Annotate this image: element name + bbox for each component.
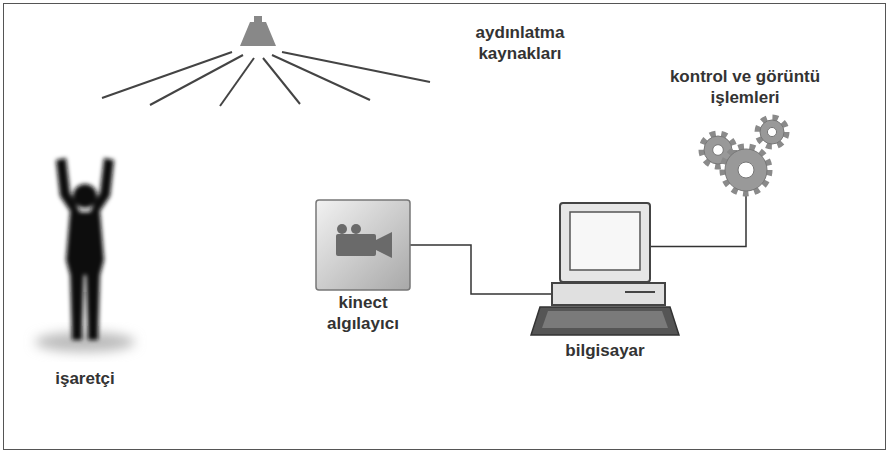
caption-label: işaretçi <box>35 368 135 389</box>
person-silhouette <box>35 158 135 352</box>
wire-connector <box>650 194 746 247</box>
gears-icon <box>660 108 830 203</box>
wire-connector <box>410 245 552 294</box>
computer-icon <box>530 200 680 340</box>
icon-node: kinect algılayıcı <box>312 198 414 334</box>
lamp <box>102 16 430 106</box>
icon-node: kontrol ve görüntü işlemleri <box>660 66 830 203</box>
icon-node: bilgisayar <box>530 200 680 361</box>
caption-label: aydınlatma kaynakları <box>440 22 600 64</box>
node-label: kontrol ve görüntü işlemleri <box>660 66 830 108</box>
node-label: bilgisayar <box>530 340 680 361</box>
node-label: kinect algılayıcı <box>312 292 414 334</box>
kinect-icon <box>314 198 412 292</box>
